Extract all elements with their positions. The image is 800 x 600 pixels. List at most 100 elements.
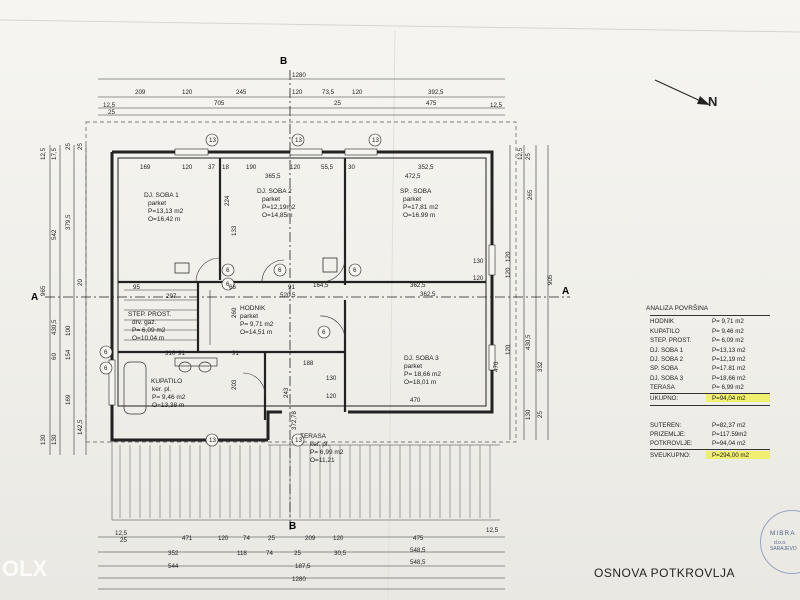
section-b-bottom: B: [289, 521, 296, 532]
dim-bot2-74: 74: [266, 550, 273, 557]
svg-text:P=13,13 m2: P=13,13 m2: [148, 208, 184, 215]
dim-top-475: 475: [426, 100, 437, 107]
bathroom-fixtures: [123, 357, 218, 415]
dim-243: 243: [283, 387, 290, 398]
dim-130b: 130: [473, 258, 484, 265]
svg-text:DJ. SOBA 2: DJ. SOBA 2: [257, 188, 292, 195]
svg-text:O=18,01 m: O=18,01 m: [404, 379, 436, 386]
dim-bot3-1875: 187,5: [295, 563, 311, 570]
dim-top-705: 705: [214, 100, 225, 107]
dim-bot-total: 1280: [292, 576, 306, 583]
tag-13c: 13: [372, 137, 379, 144]
table-row-ukupno: UKUPNO:P=94,04 m2: [650, 395, 746, 402]
dim-mid-91: 91: [288, 284, 295, 291]
summary-row: POTKROVLJE:P=94,04 m2: [650, 440, 746, 447]
svg-text:379,5: 379,5: [65, 214, 72, 230]
dim-260: 260: [231, 307, 238, 318]
svg-text:STEP. PROST.: STEP. PROST.: [128, 311, 171, 318]
summary-total-row: SVEUKUPNO:P=294,00 m2: [650, 452, 749, 459]
dim-top-7: 392,5: [428, 89, 444, 96]
svg-text:DJ. SOBA 3: DJ. SOBA 3: [404, 355, 439, 362]
chimneys: [174, 257, 338, 274]
dim-inner-4725: 472,5: [405, 173, 421, 180]
svg-text:O=16,42 m: O=16,42 m: [148, 216, 180, 223]
stamp-sub1: d.o.o.: [774, 540, 787, 546]
svg-text:25: 25: [65, 143, 72, 150]
svg-text:drv. gaz.: drv. gaz.: [132, 319, 157, 326]
dim-bot2-305: 30,5: [334, 550, 347, 557]
dim-top-edge3: 12,5: [490, 102, 503, 109]
svg-text:430,5: 430,5: [51, 319, 58, 335]
dim-top-2: 120: [182, 89, 193, 96]
dim-inner-190: 190: [246, 164, 257, 171]
room-dj-soba-3: DJ. SOBA 3 parket P= 18,66 m2 O=18,01 m: [404, 355, 441, 386]
tag-6a: 6: [226, 267, 230, 274]
dim-bot2-118: 118: [237, 550, 247, 557]
svg-text:332: 332: [537, 361, 544, 372]
svg-text:parket: parket: [262, 196, 280, 203]
terrace-hatching: [119, 445, 491, 518]
section-a-left: A: [31, 292, 38, 303]
svg-text:20: 20: [77, 279, 84, 286]
dim-inner-37: 37: [208, 164, 215, 171]
dim-top-edge2: 25: [108, 109, 115, 116]
dim-bot-25: 25: [268, 535, 275, 542]
svg-text:O=16.99 m: O=16.99 m: [403, 212, 435, 219]
interior-walls: [118, 158, 486, 420]
table-divider: [650, 393, 770, 394]
dim-inner-3655: 365,5: [265, 173, 281, 180]
svg-text:965: 965: [40, 285, 47, 296]
room-terasa: TERASA ker. pl. P= 6,99 m2 O=11,21: [300, 433, 344, 464]
side-dimension-lines: [49, 145, 549, 455]
tag-6e: 6: [226, 281, 230, 288]
dim-low-310: 310: [165, 350, 176, 357]
tag-6g: 6: [104, 365, 108, 372]
svg-text:130: 130: [40, 434, 47, 445]
roof-outline: [85, 121, 517, 443]
dim-top-total: 1280: [292, 72, 306, 79]
svg-text:parket: parket: [240, 313, 258, 320]
highlight-sveukupno: [706, 451, 770, 459]
room-step-prost: STEP. PROST. drv. gaz. P= 6,09 m2 O=10.0…: [128, 311, 171, 342]
svg-text:ker. pl.: ker. pl.: [310, 441, 329, 448]
svg-text:17,5: 17,5: [51, 147, 58, 160]
dim-mid-95: 95: [133, 284, 140, 291]
svg-text:470: 470: [493, 361, 500, 372]
svg-text:O=13,38 m: O=13,38 m: [152, 402, 184, 409]
summary-row: PRIZEMLJE:P=117.59m2: [650, 431, 747, 438]
svg-text:parket: parket: [148, 200, 166, 207]
svg-text:O=14,51 m: O=14,51 m: [240, 329, 272, 336]
stamp-sub2: SARAJEVO: [770, 546, 797, 552]
dim-bot-74: 74: [243, 535, 250, 542]
svg-text:120: 120: [505, 251, 512, 262]
tag-6d: 6: [322, 329, 326, 336]
dim-top-6: 120: [352, 89, 363, 96]
dim-bot-471: 471: [182, 535, 193, 542]
room-dj-soba-1: DJ. SOBA 1 parket P=13,13 m2 O=16,42 m: [144, 192, 184, 223]
tag-13d: 13: [209, 437, 216, 444]
dim-mid-3625a: 362,5: [410, 282, 426, 289]
svg-text:130: 130: [525, 409, 532, 420]
circle-tags: [99, 133, 382, 447]
dim-top-3: 245: [236, 89, 247, 96]
svg-text:130: 130: [51, 434, 58, 445]
dim-bot-edge1: 12,5: [115, 530, 128, 537]
table-divider: [650, 405, 770, 406]
svg-text:P=17,81 m2: P=17,81 m2: [403, 204, 439, 211]
svg-text:P= 9,46 m2: P= 9,46 m2: [152, 394, 186, 401]
dim-low-188: 188: [303, 360, 314, 367]
fold-line: [387, 29, 396, 600]
svg-text:120: 120: [505, 344, 512, 355]
right-dimensions: 12,5 25 265 120 120 120 905 470 430,5 33…: [493, 147, 554, 420]
top-dimension-lines: [98, 78, 505, 116]
section-b-top: B: [280, 56, 287, 67]
summary-row: SUTEREN:P=82,37 m2: [650, 422, 746, 429]
dim-inner-120b: 120: [290, 164, 301, 171]
door-swings: [195, 257, 346, 396]
